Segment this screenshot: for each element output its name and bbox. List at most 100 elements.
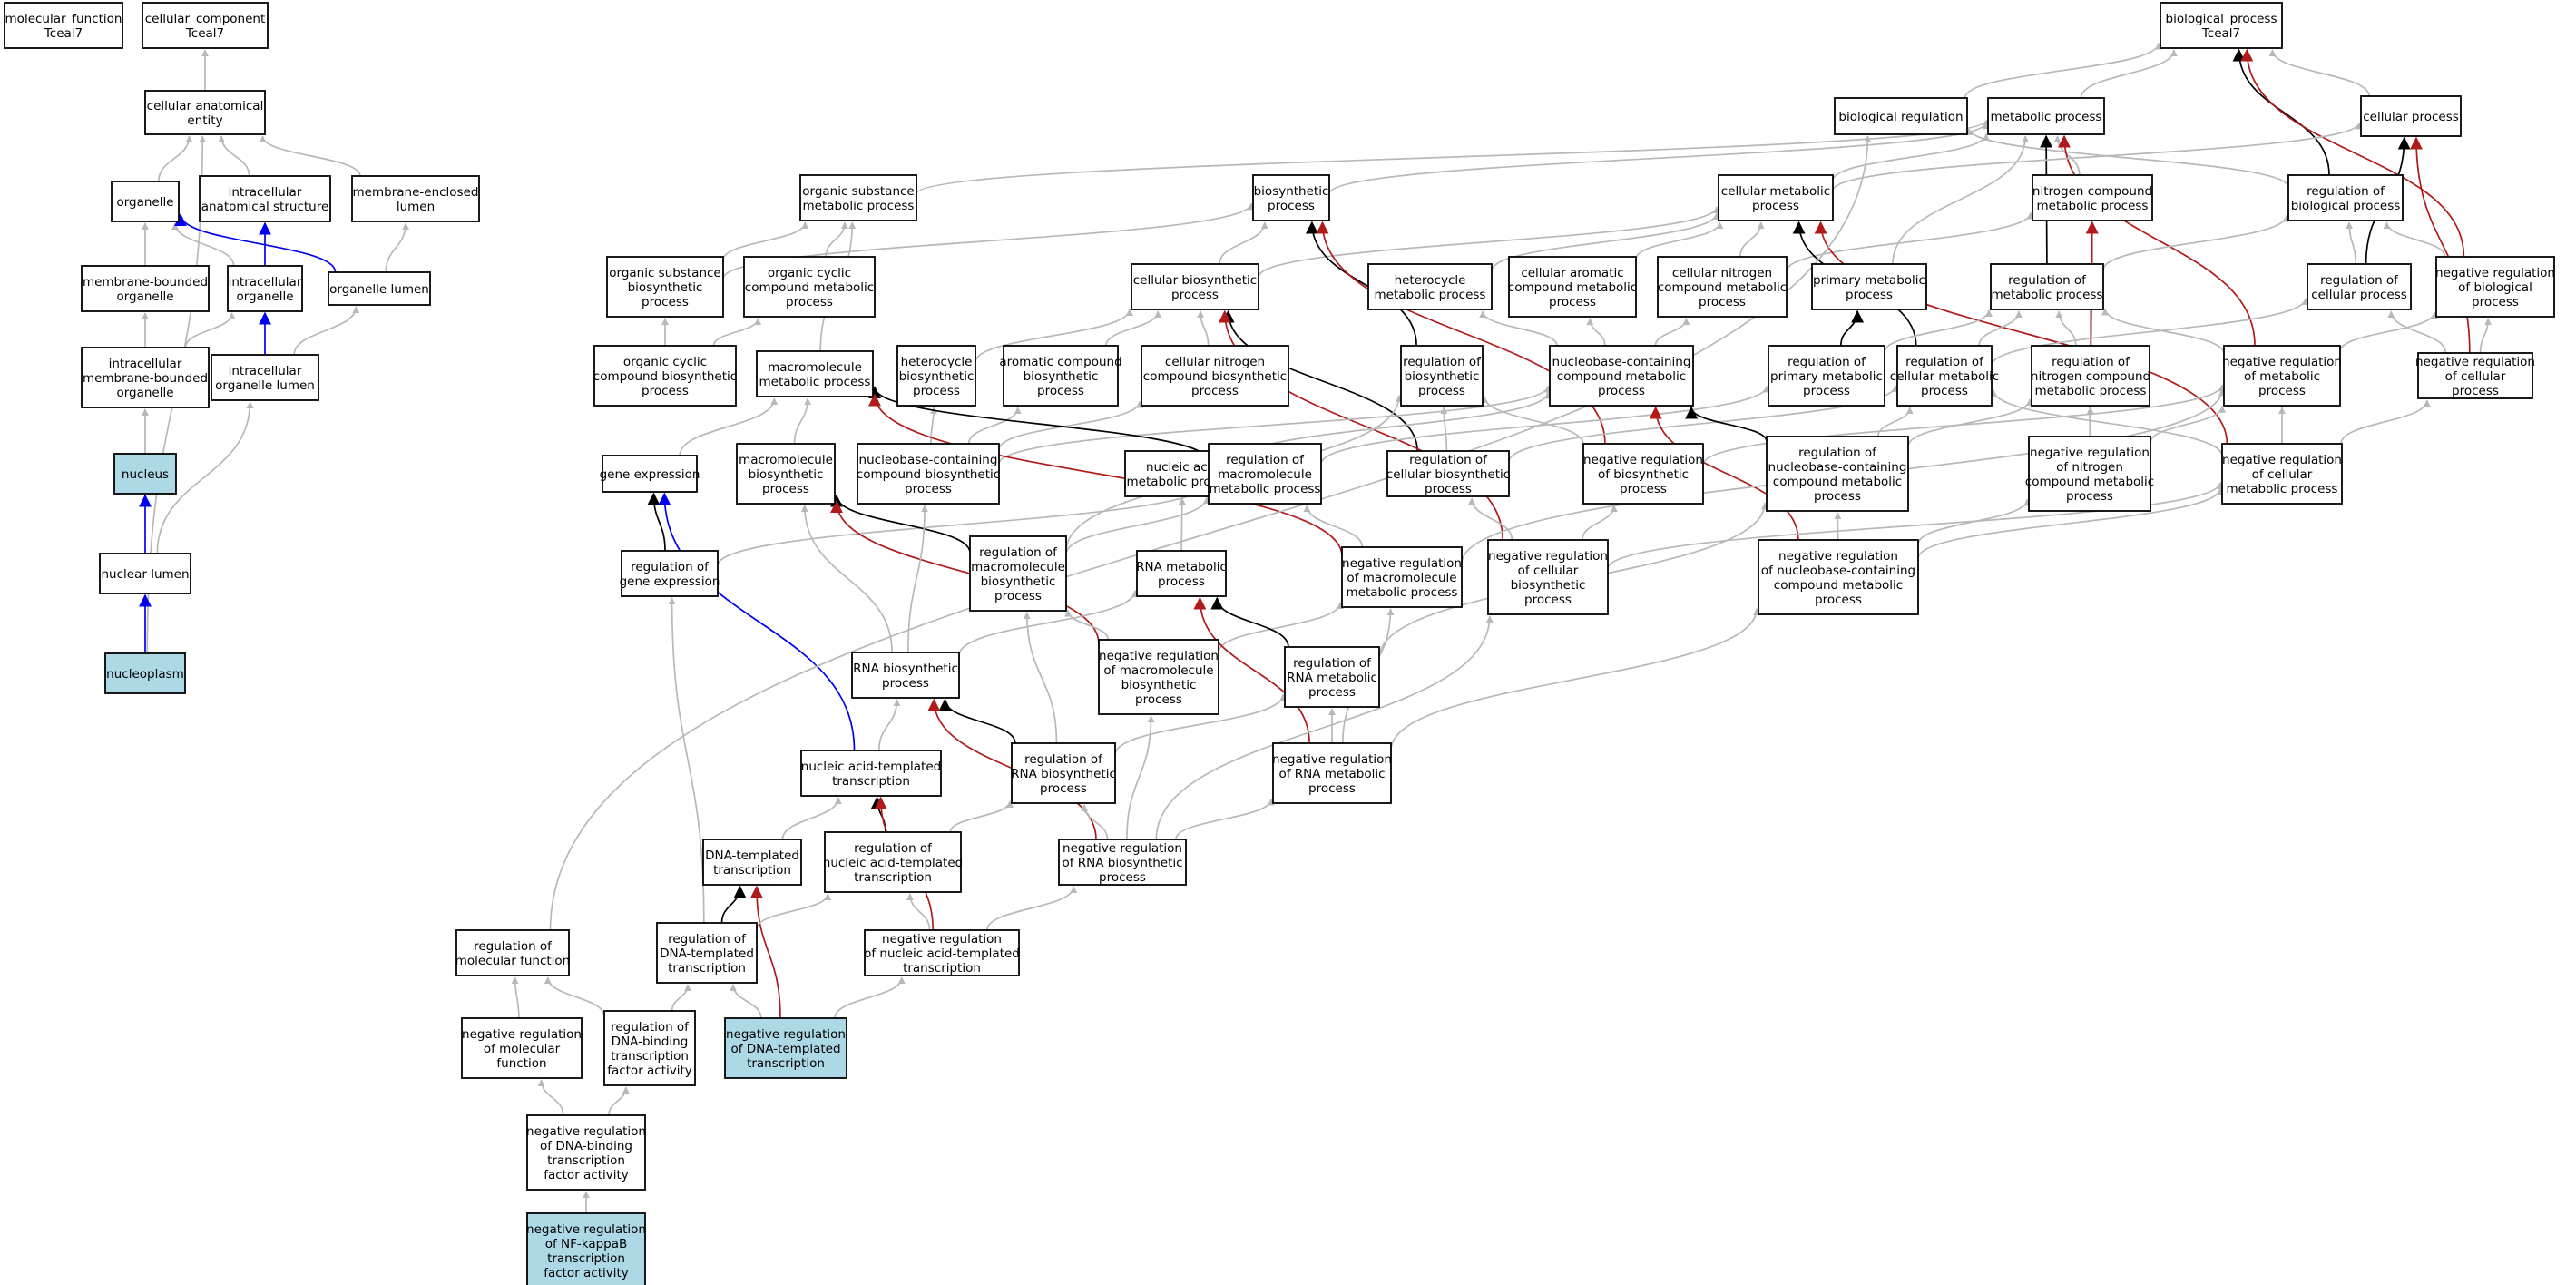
term-label-line: intracellular	[109, 357, 182, 371]
go-term-node-ge[interactable]: gene expression	[600, 455, 700, 493]
go-term-node-rmbp[interactable]: regulation ofmacromoleculebiosyntheticpr…	[969, 535, 1067, 612]
term-label-line: process	[1814, 489, 1861, 504]
term-label-line: organelle	[116, 386, 173, 400]
term-box	[2435, 256, 2555, 318]
go-term-node-nl[interactable]: nuclear lumen	[99, 553, 191, 594]
go-term-node-cp[interactable]: cellular process	[2360, 95, 2462, 137]
go-term-node-rnccmp[interactable]: regulation ofnucleobase-containingcompou…	[1766, 436, 1909, 512]
term-box	[111, 181, 180, 222]
term-label-line: process	[1040, 781, 1087, 796]
edge-regulates-rrmp-to-rnamp	[1210, 596, 1289, 648]
edge-is-a-nrcbp-to-rcbp	[1468, 497, 1513, 541]
go-term-node-breg[interactable]: biological regulation	[1834, 97, 1968, 135]
go-term-node-rdbtfa[interactable]: regulation ofDNA-bindingtranscriptionfac…	[603, 1010, 696, 1086]
edge-is-a-acbp-to-cbp	[1104, 310, 1162, 347]
term-label-line: process	[1425, 482, 1472, 496]
edge-is-a-rmbp-to-rmmp	[1065, 496, 1210, 554]
edge-is-a-nccmp-to-cncmp	[1654, 318, 1690, 347]
term-box	[896, 345, 976, 407]
term-box	[81, 347, 210, 408]
edge-is-a-rcp-to-rbp	[2346, 221, 2357, 265]
term-box	[2160, 2, 2283, 49]
go-term-node-np[interactable]: nucleoplasm	[104, 652, 186, 694]
term-box	[656, 922, 758, 984]
term-label-line: factor activity	[544, 1168, 629, 1182]
go-term-node-mp[interactable]: metabolic process	[1987, 97, 2105, 135]
term-label-line: biosynthetic	[899, 369, 975, 384]
edge-is-a-mbp-to-mmp	[793, 397, 812, 445]
edge-is-a-rnccmp-to-rncmp	[1907, 398, 2033, 447]
edge-is-a-nrdbtfa-to-rdbtfa	[608, 1086, 630, 1116]
term-box	[1400, 345, 1484, 407]
go-term-node-org[interactable]: organelle	[111, 181, 180, 222]
go-term-node-nuc[interactable]: nucleus	[113, 453, 177, 495]
go-term-node-ol[interactable]: organelle lumen	[328, 271, 431, 306]
